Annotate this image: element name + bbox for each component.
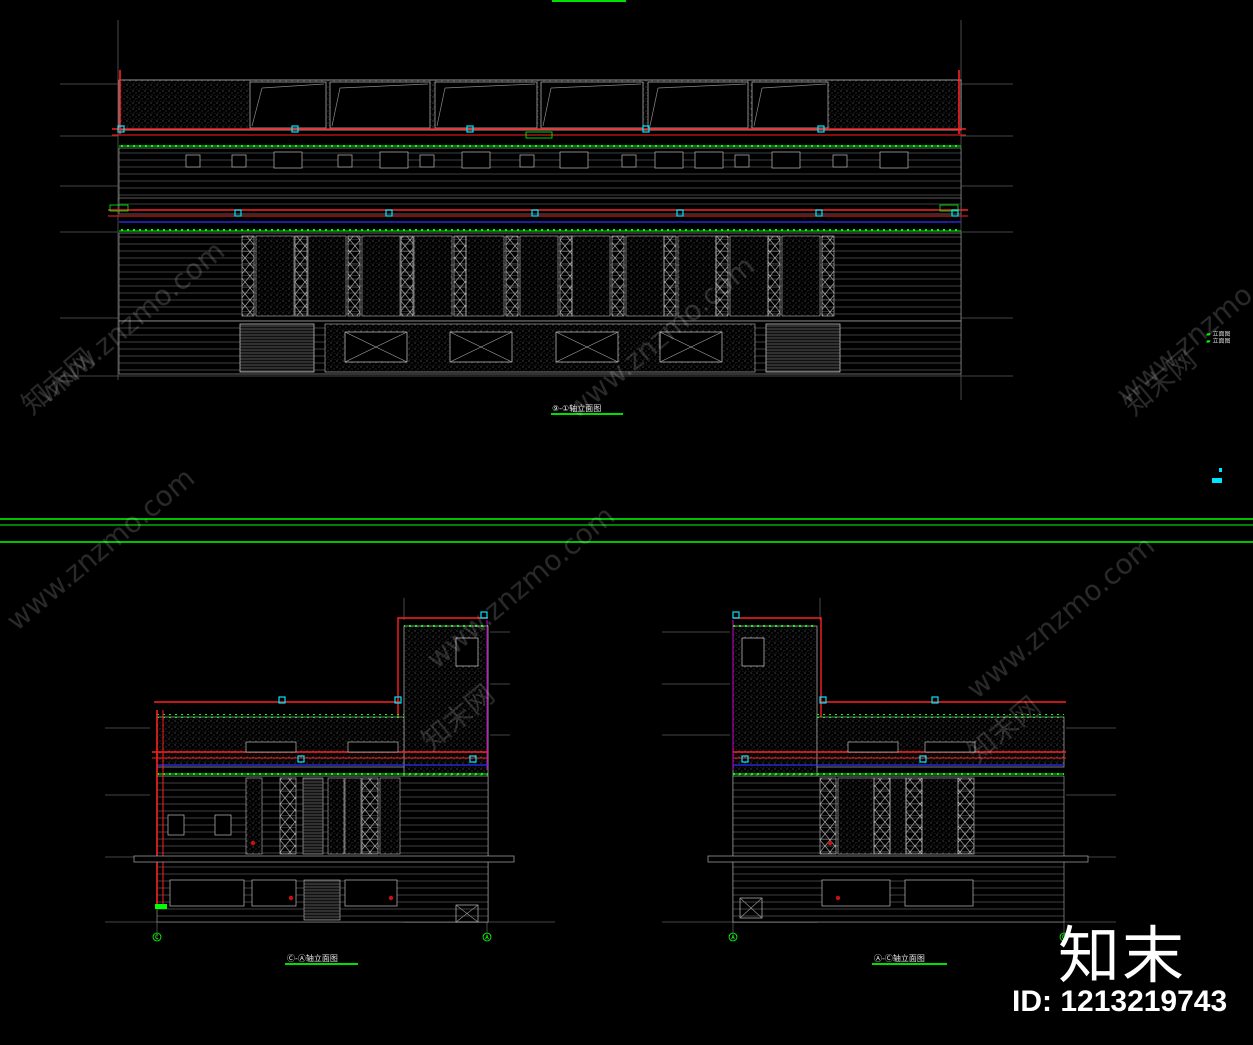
view-title-top: ⑨-①轴立面图: [552, 404, 602, 413]
axis-label-right-a: Ⓐ: [729, 933, 737, 942]
divider-lines: [0, 468, 1253, 543]
legend-label: 立面图: [1212, 338, 1231, 345]
title-underline: [285, 963, 358, 965]
view-title-right: Ⓐ-Ⓒ轴立面图: [874, 954, 925, 963]
axis-label-left-c: Ⓒ: [153, 933, 161, 942]
view-title-left: Ⓒ-Ⓐ轴立面图: [287, 954, 338, 963]
logo-text: 知末: [1058, 919, 1187, 992]
elevation-top: [60, 0, 1013, 400]
title-underline: [551, 413, 623, 415]
elevation-right: [662, 598, 1116, 942]
legend-item: ▰ 立面图: [1206, 331, 1231, 338]
axis-label-right-c: Ⓒ: [1060, 933, 1068, 942]
legend-item: ▰ 立面图: [1206, 338, 1231, 345]
axis-label-left-a: Ⓐ: [483, 933, 491, 942]
legend: ▰ 立面图 ▰ 立面图: [1206, 331, 1231, 345]
legend-label: 立面图: [1212, 331, 1231, 338]
legend-key: ▰: [1206, 331, 1211, 338]
legend-key: ▰: [1206, 338, 1211, 345]
title-underline: [872, 963, 947, 965]
asset-id: ID: 1213219743: [1012, 985, 1228, 1018]
elevation-left: [105, 598, 555, 942]
